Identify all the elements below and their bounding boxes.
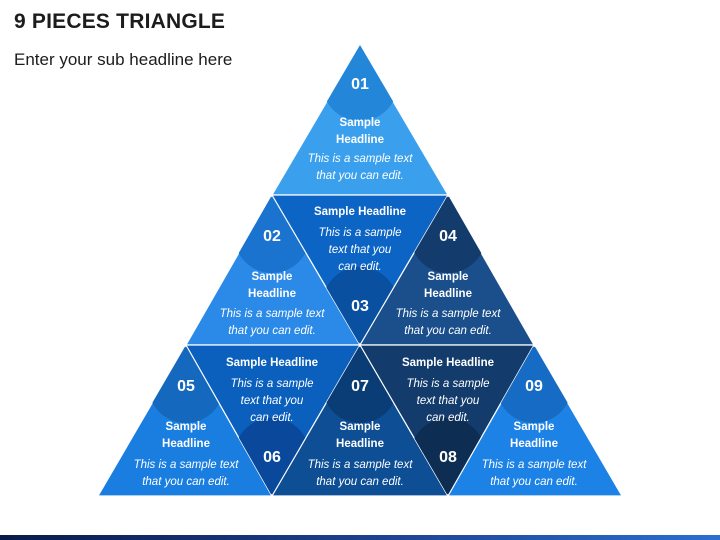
- piece-body-text: This is a sample text: [220, 308, 326, 320]
- piece-number: 09: [525, 378, 543, 395]
- piece-headline: Sample: [340, 421, 381, 433]
- piece-headline: Sample: [252, 271, 293, 283]
- piece-body-text: that you can edit.: [316, 170, 404, 182]
- piece-body-text: text that you: [417, 395, 480, 407]
- piece-headline: Headline: [162, 438, 210, 450]
- piece-body-text: This is a sample: [230, 378, 313, 390]
- piece-body-text: text that you: [241, 395, 304, 407]
- piece-body-text: This is a sample text: [308, 459, 414, 471]
- piece-headline: Headline: [248, 288, 296, 300]
- piece-headline: Sample: [514, 421, 555, 433]
- piece-headline: Sample: [428, 271, 469, 283]
- piece-number: 05: [177, 378, 195, 395]
- piece-headline: Headline: [336, 134, 384, 146]
- piece-number: 03: [351, 298, 369, 315]
- piece-body-text: This is a sample text: [308, 153, 414, 165]
- piece-body-text: that you can edit.: [316, 476, 404, 488]
- piece-headline: Sample: [166, 421, 207, 433]
- piece-number: 08: [439, 449, 457, 466]
- piece-body-text: that you can edit.: [228, 325, 316, 337]
- page-subtitle: Enter your sub headline here: [14, 50, 233, 69]
- piece-headline: Sample: [340, 117, 381, 129]
- piece-body-text: can edit.: [426, 412, 469, 424]
- piece-body-text: can edit.: [250, 412, 293, 424]
- piece-number: 01: [351, 76, 369, 93]
- piece-number: 02: [263, 228, 281, 245]
- piece-number: 04: [439, 228, 457, 245]
- piece-number: 06: [263, 449, 281, 466]
- piece-body-text: This is a sample text: [482, 459, 588, 471]
- piece-body-text: This is a sample text: [134, 459, 240, 471]
- piece-body-text: can edit.: [338, 261, 381, 273]
- piece-headline: Sample Headline: [314, 206, 406, 218]
- bottom-accent-bar: [0, 535, 720, 540]
- piece-headline: Headline: [336, 438, 384, 450]
- piece-body-text: text that you: [329, 244, 392, 256]
- piece-headline: Sample Headline: [402, 357, 494, 369]
- piece-body-text: that you can edit.: [142, 476, 230, 488]
- piece-headline: Headline: [510, 438, 558, 450]
- page-title: 9 PIECES TRIANGLE: [14, 10, 226, 33]
- piece-body-text: This is a sample text: [396, 308, 502, 320]
- piece-body-text: that you can edit.: [404, 325, 492, 337]
- piece-body-text: This is a sample: [318, 227, 401, 239]
- piece-headline: Sample Headline: [226, 357, 318, 369]
- piece-body-text: This is a sample: [406, 378, 489, 390]
- piece-body-text: that you can edit.: [490, 476, 578, 488]
- piece-headline: Headline: [424, 288, 472, 300]
- piece-number: 07: [351, 378, 369, 395]
